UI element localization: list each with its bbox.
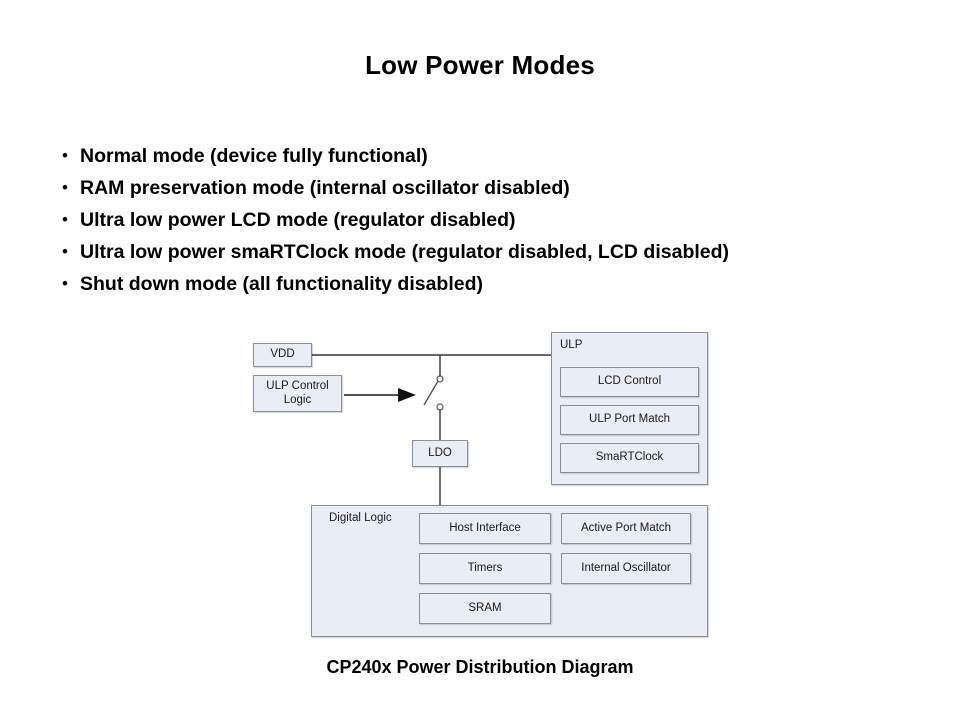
block-host-interface[interactable]: Host Interface	[419, 513, 551, 544]
block-ulp-control-logic-label: ULP Control Logic	[266, 380, 328, 406]
block-vdd[interactable]: VDD	[253, 343, 312, 367]
list-item: • RAM preservation mode (internal oscill…	[62, 172, 942, 204]
list-item-label: Ultra low power LCD mode (regulator disa…	[80, 209, 516, 231]
bullet-dot-icon: •	[62, 210, 68, 229]
list-item: • Ultra low power smaRTClock mode (regul…	[62, 236, 942, 268]
diagram-wiring	[312, 354, 551, 505]
switch-blade-icon[interactable]	[423, 380, 439, 406]
list-item-label: Ultra low power smaRTClock mode (regulat…	[80, 241, 730, 263]
block-vdd-label: VDD	[270, 348, 295, 361]
page-title: Low Power Modes	[365, 50, 595, 80]
block-timers-label: Timers	[467, 561, 503, 574]
arrow-head-icon	[398, 388, 416, 402]
block-lcd-control[interactable]: LCD Control	[560, 367, 699, 397]
block-ulp-control-logic-line2: Logic	[283, 393, 312, 406]
list-item-label: Shut down mode (all functionality disabl…	[80, 273, 484, 295]
list-item: • Normal mode (device fully functional)	[62, 140, 942, 172]
block-smartclock[interactable]: SmaRTClock	[560, 443, 699, 473]
block-internal-oscillator[interactable]: Internal Oscillator	[561, 553, 691, 584]
switch-terminal-bottom-icon	[436, 403, 444, 411]
bullet-dot-icon: •	[62, 242, 68, 261]
block-ldo-label: LDO	[428, 446, 452, 459]
diagram-caption: CP240x Power Distribution Diagram	[326, 657, 634, 677]
switch-terminal-top-icon	[436, 375, 444, 383]
block-lcd-control-label: LCD Control	[597, 375, 662, 388]
block-ulp-control-logic-line1: ULP Control	[266, 380, 329, 393]
group-ulp-label: ULP	[560, 339, 583, 351]
block-host-interface-label: Host Interface	[449, 521, 521, 534]
list-item: • Ultra low power LCD mode (regulator di…	[62, 204, 942, 236]
list-item: • Shut down mode (all functionality disa…	[62, 268, 942, 300]
block-internal-oscillator-label: Internal Oscillator	[581, 561, 671, 574]
power-distribution-diagram: VDD ULP Control Logic LDO ULP LCD Contro…	[240, 325, 720, 645]
block-smartclock-label: SmaRTClock	[595, 451, 664, 464]
block-active-port-match[interactable]: Active Port Match	[561, 513, 691, 544]
list-item-label: RAM preservation mode (internal oscillat…	[80, 177, 570, 199]
bullet-dot-icon: •	[62, 274, 68, 293]
bullet-dot-icon: •	[62, 178, 68, 197]
block-active-port-match-label: Active Port Match	[580, 521, 672, 534]
block-ulp-port-match-label: ULP Port Match	[589, 413, 670, 426]
block-ldo[interactable]: LDO	[412, 440, 468, 467]
group-digital-logic-label: Digital Logic	[329, 512, 392, 524]
bullet-list: • Normal mode (device fully functional) …	[62, 140, 942, 300]
block-timers[interactable]: Timers	[419, 553, 551, 584]
block-sram[interactable]: SRAM	[419, 593, 551, 624]
block-ulp-control-logic[interactable]: ULP Control Logic	[253, 375, 342, 412]
list-item-label: Normal mode (device fully functional)	[80, 145, 428, 167]
block-ulp-port-match[interactable]: ULP Port Match	[560, 405, 699, 435]
bullet-dot-icon: •	[62, 146, 68, 165]
block-sram-label: SRAM	[468, 601, 502, 614]
